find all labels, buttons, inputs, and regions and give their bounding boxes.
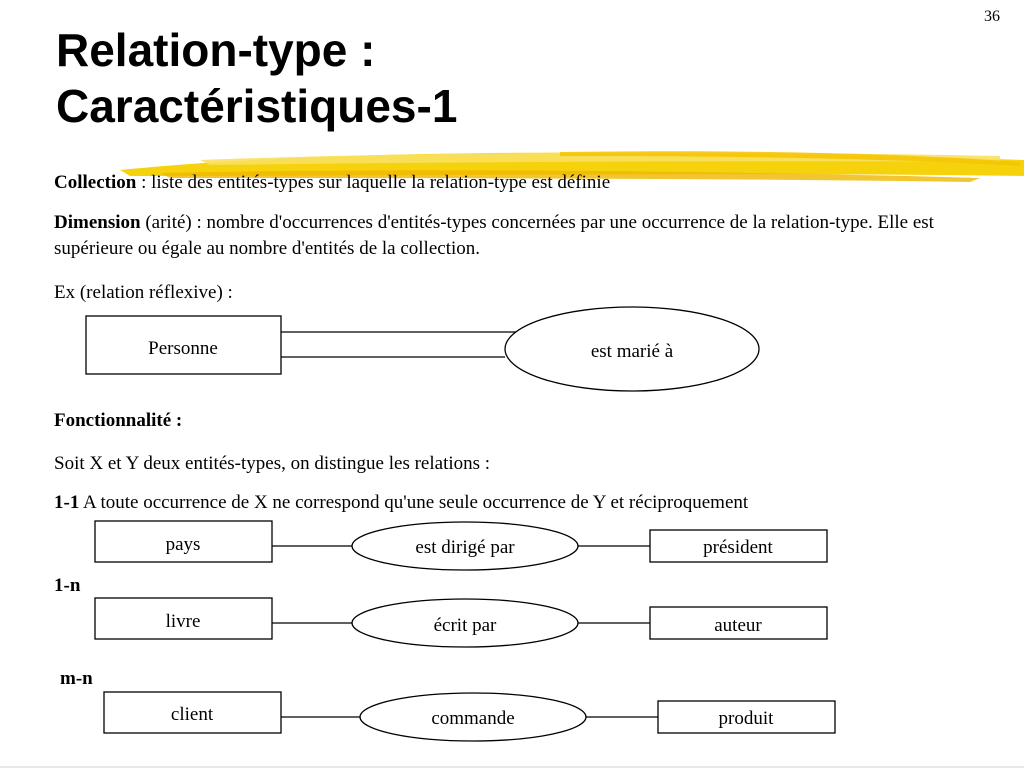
entity-label: auteur <box>714 615 762 636</box>
slide-title: Relation-type : Caractéristiques-1 <box>56 22 457 134</box>
bottom-divider <box>0 766 1024 768</box>
relation-label: commande <box>431 708 514 729</box>
one-n-label: 1-n <box>54 575 81 596</box>
entity-box <box>103 691 282 734</box>
relation-ellipse <box>351 598 579 648</box>
collection-term: Collection <box>54 172 137 193</box>
entity-label: Personne <box>148 338 218 359</box>
relation-label: est dirigé par <box>415 537 515 558</box>
entity-label: président <box>703 537 773 558</box>
fonctionnalite-heading: Fonctionnalité : <box>54 410 183 431</box>
diagram-m-n: client commande produit <box>103 691 836 742</box>
entity-label: client <box>171 704 214 725</box>
relation-ellipse <box>351 521 579 571</box>
relation-ellipse <box>504 306 760 392</box>
soit-text: Soit X et Y deux entités-types, on disti… <box>54 453 491 474</box>
collection-definition: Collection : liste des entités-types sur… <box>54 170 610 196</box>
entity-label: produit <box>719 708 775 729</box>
entity-box <box>85 315 282 375</box>
page-number: 36 <box>984 8 1000 25</box>
m-n-label: m-n <box>60 668 93 689</box>
slide-title-line2: Caractéristiques-1 <box>56 80 458 132</box>
entity-box <box>657 700 836 734</box>
one-one-text: A toute occurrence de X ne correspond qu… <box>79 492 749 513</box>
one-one-definition: 1-1 A toute occurrence de X ne correspon… <box>54 490 748 516</box>
diagram-one-n: livre écrit par auteur <box>94 597 828 648</box>
one-one-label: 1-1 <box>54 492 80 513</box>
slide-title-line1: Relation-type : <box>56 24 376 76</box>
relation-label: est marié à <box>591 341 674 362</box>
diagram-one-one: pays est dirigé par président <box>94 520 828 571</box>
entity-box <box>649 606 828 640</box>
entity-label: livre <box>166 611 201 632</box>
yellow-swoosh-decoration <box>120 151 1024 182</box>
collection-text: : liste des entités-types sur laquelle l… <box>136 172 611 193</box>
relation-label: écrit par <box>434 615 497 636</box>
entity-box <box>94 597 273 640</box>
entity-box <box>649 529 828 563</box>
dimension-definition: Dimension (arité) : nombre d'occurrences… <box>54 210 934 262</box>
dimension-text: (arité) : nombre d'occurrences d'entités… <box>54 212 934 259</box>
entity-box <box>94 520 273 563</box>
example-label: Ex (relation réflexive) : <box>54 282 233 303</box>
diagram-reflexive: Personne est marié à <box>85 306 760 392</box>
relation-ellipse <box>359 692 587 742</box>
entity-label: pays <box>166 534 201 555</box>
dimension-term: Dimension <box>54 212 141 233</box>
